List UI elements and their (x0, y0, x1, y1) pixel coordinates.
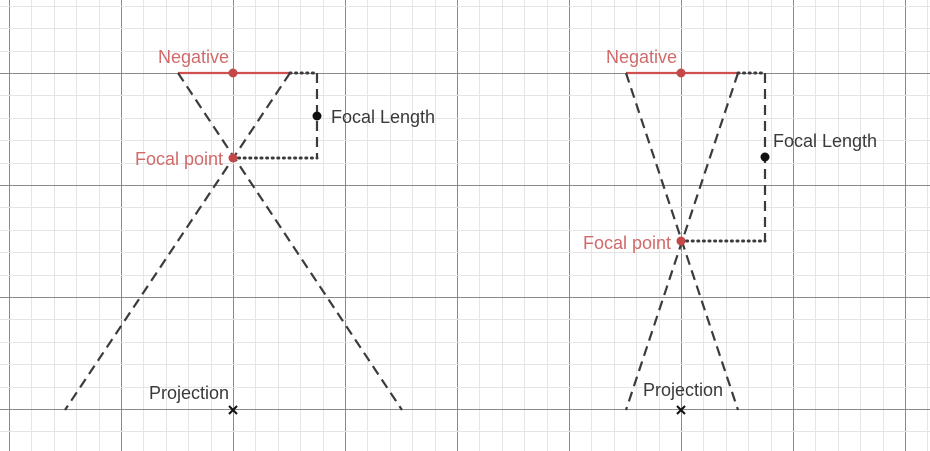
focal-length-label: Focal Length (331, 107, 435, 127)
focal-length-point (760, 152, 770, 162)
focal-point-label: Focal point (583, 233, 671, 253)
focal-length-label: Focal Length (773, 131, 877, 151)
focal-point-label: Focal point (135, 149, 223, 169)
projection-label: Projection (149, 383, 229, 403)
focal-point (676, 236, 686, 246)
focal-point (228, 153, 238, 163)
ray-left-to-right (177, 72, 403, 411)
negative-center-point (676, 68, 686, 78)
focal-length-point (312, 111, 322, 121)
ray-right-to-left (64, 72, 291, 411)
diagram-short-focal-length: Negative Focal point Focal Length Projec… (64, 47, 435, 415)
projection-cross-icon (676, 405, 686, 415)
negative-center-point (228, 68, 238, 78)
negative-label: Negative (158, 47, 229, 67)
negative-label: Negative (606, 47, 677, 67)
projection-cross-icon (228, 405, 238, 415)
diagram-long-focal-length: Negative Focal point Focal Length Projec… (583, 47, 877, 415)
projection-label: Projection (643, 380, 723, 400)
